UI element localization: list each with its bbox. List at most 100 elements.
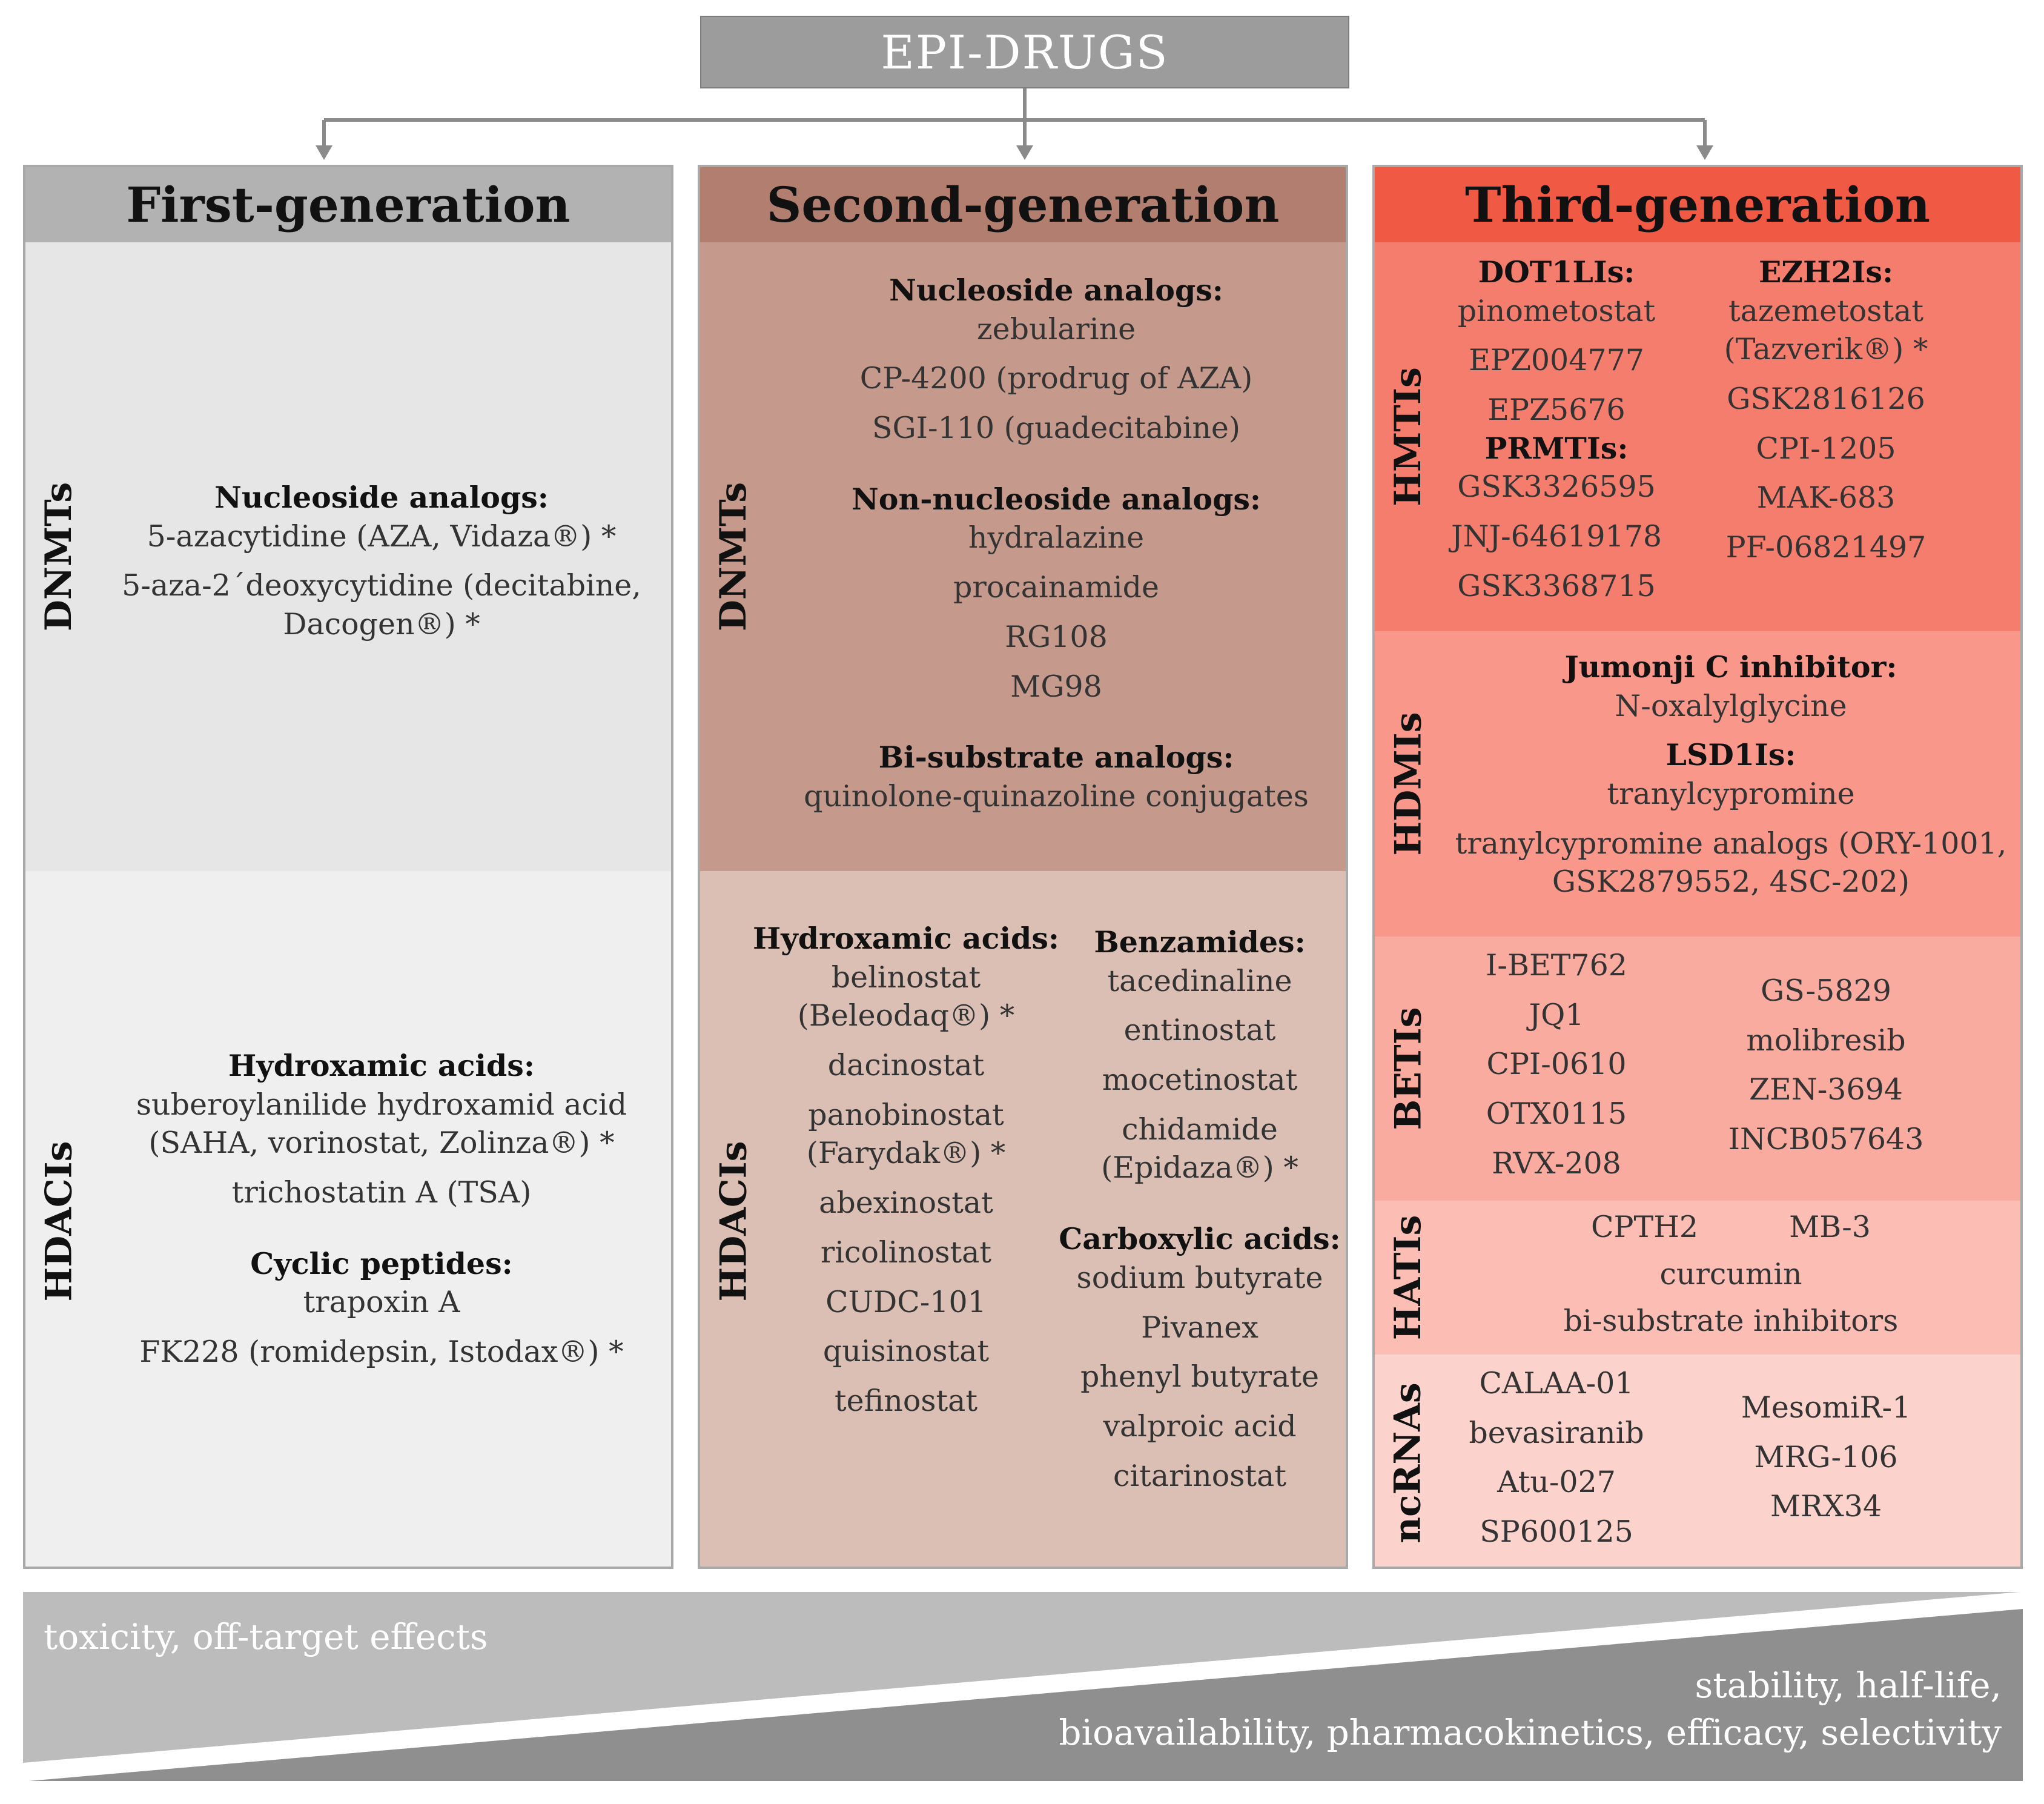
drug-name: GSK3368715: [1457, 568, 1656, 603]
first-hdac-label: HDACIs: [38, 1141, 80, 1302]
drug-name: suberoylanilide hydroxamid acid: [136, 1087, 627, 1122]
drug-name: EPZ5676: [1487, 393, 1626, 428]
drug-name: sodium butyrate: [1076, 1260, 1323, 1295]
second-hdac-label: HDACIs: [712, 1141, 755, 1302]
drug-name: MRG-106: [1754, 1439, 1898, 1474]
drug-name: (SAHA, vorinostat, Zolinza®) *: [148, 1126, 615, 1161]
category-heading: EZH2Is:: [1758, 254, 1894, 290]
first-dnmt-label: DNMTs: [38, 482, 80, 632]
first-hdac-section: HDACIs Hydroxamic acids:suberoylanilide …: [25, 871, 671, 1567]
drug-name: quinolone-quinazoline conjugates: [804, 778, 1309, 814]
drug-name: (Tazverik®) *: [1724, 332, 1928, 367]
third-generation-column: Third-generation HMTIs DOT1LIs:pinometos…: [1372, 165, 2023, 1569]
drug-name: trapoxin A: [303, 1285, 460, 1320]
drug-name: (Beleodaq®) *: [797, 998, 1015, 1033]
drug-name: citarinostat: [1113, 1458, 1286, 1493]
category-heading: Carboxylic acids:: [1059, 1221, 1341, 1257]
connector-arrows: [316, 88, 1713, 160]
second-hdac-benzamides: Benzamides:tacedinaline entinostat mocetin…: [1059, 923, 1340, 1495]
decreasing-properties-text: toxicity, off-target effects: [44, 1616, 488, 1657]
drug-name: hydralazine: [968, 520, 1145, 555]
category-heading: Bi-substrate analogs:: [878, 740, 1234, 775]
drug-name: CPI-1205: [1756, 431, 1896, 466]
drug-name: tazemetostat: [1728, 293, 1924, 328]
drug-name: zebularine: [976, 311, 1136, 347]
drug-name: tefinostat: [834, 1383, 978, 1418]
drug-name: GSK2879552, 4SC-202): [1552, 864, 1910, 900]
drug-name: pinometostat: [1457, 293, 1656, 328]
drug-name: SP600125: [1480, 1514, 1633, 1550]
drug-name: mocetinostat: [1102, 1063, 1298, 1098]
drug-name: ricolinostat: [820, 1235, 992, 1270]
drug-name: phenyl butyrate: [1080, 1359, 1320, 1394]
drug-name: GSK2816126: [1727, 382, 1925, 417]
third-hat-label: HATIs: [1387, 1215, 1429, 1341]
drug-name: JQ1: [1529, 997, 1584, 1032]
drug-name: entinostat: [1123, 1013, 1276, 1048]
drug-name: CUDC-101: [825, 1284, 987, 1319]
category-heading: Nucleoside analogs:: [214, 480, 549, 515]
drug-name: ZEN-3694: [1749, 1072, 1903, 1107]
drug-name: tranylcypromine: [1607, 777, 1855, 812]
category-heading: Cyclic peptides:: [250, 1245, 513, 1281]
drug-name: panobinostat: [808, 1097, 1004, 1132]
category-heading: DOT1LIs:: [1478, 254, 1635, 290]
drug-name: molibresib: [1746, 1023, 1906, 1058]
drug-name: trichostatin A (TSA): [231, 1175, 532, 1210]
drug-name: tranylcypromine analogs (ORY-1001,: [1455, 826, 2007, 861]
drug-name: RVX-208: [1492, 1146, 1621, 1181]
third-hmt-label: HMTIs: [1387, 367, 1430, 506]
first-dnmt-content: Nucleoside analogs: 5-azacytidine (AZA, V…: [92, 479, 671, 644]
drug-name: chidamide: [1122, 1112, 1278, 1147]
third-generation-header: Third-generation: [1375, 167, 2020, 242]
category-heading: Benzamides:: [1094, 924, 1306, 960]
decreasing-triangle: [23, 1592, 2020, 1763]
drug-name: GSK3326595: [1457, 469, 1656, 505]
drug-name: N-oxalylglycine: [1615, 688, 1847, 723]
drug-name: tacedinaline: [1107, 963, 1292, 998]
second-generation-header: Second-generation: [700, 167, 1346, 242]
third-hdm-section: HDMIs Jumonji C inhibitor:N-oxalylglycin…: [1375, 631, 2020, 937]
drug-name: PF-06821497: [1725, 530, 1927, 565]
drug-name: Pivanex: [1141, 1310, 1258, 1345]
property-gradient: [23, 1592, 2023, 1781]
category-heading: Non-nucleoside analogs:: [851, 481, 1262, 517]
drug-name: MRX34: [1770, 1489, 1882, 1524]
drug-name: abexinostat: [819, 1186, 993, 1221]
drug-name: MesomiR-1: [1741, 1390, 1911, 1425]
first-hdac-content: Hydroxamic acids:suberoylanilide hydroxa…: [92, 1047, 671, 1371]
increasing-triangle: [29, 1609, 2023, 1781]
second-generation-column: Second-generation DNMTs Nucleoside analo…: [698, 165, 1348, 1569]
drug-name: FK228 (romidepsin, Istodax®) *: [139, 1335, 624, 1370]
second-hdac-hydroxamic: Hydroxamic acids:belinostat(Beleodaq®) *…: [753, 920, 1059, 1421]
drug-name: CP-4200 (prodrug of AZA): [859, 361, 1253, 396]
drug-name: CPI-0610: [1486, 1047, 1627, 1082]
drug-name: MG98: [1010, 669, 1102, 704]
drug-name: Dacogen®) *: [283, 607, 480, 642]
category-heading: Hydroxamic acids:: [753, 921, 1059, 956]
drug-name: valproic acid: [1103, 1408, 1297, 1444]
drug-name: JNJ-64619178: [1450, 519, 1662, 554]
first-generation-column: First-generation DNMTs Nucleoside analog…: [23, 165, 673, 1569]
drug-name: (Epidaza®) *: [1101, 1150, 1298, 1186]
hat-curcumin: curcumin: [1659, 1256, 1802, 1292]
drug-name: dacinostat: [827, 1048, 985, 1083]
drug-name: 5-aza-2´deoxycytidine (decitabine,: [122, 568, 641, 603]
third-hdm-label: HDMIs: [1387, 712, 1430, 856]
drug-name: I-BET762: [1486, 948, 1627, 983]
category-heading: PRMTIs:: [1484, 430, 1629, 466]
increasing-properties-line2: bioavailability, pharmacokinetics, effic…: [1059, 1712, 2002, 1753]
drug-name: MAK-683: [1756, 480, 1896, 516]
third-hmt-right: EZH2Is:tazemetostat (Tazverik®) * GSK28161…: [1690, 253, 1962, 567]
drug-name: 5-azacytidine (AZA, Vidaza®) *: [147, 519, 617, 554]
first-dnmt-section: DNMTs Nucleoside analogs: 5-azacytidine (…: [25, 242, 671, 871]
title-text: EPI-DRUGS: [881, 25, 1169, 79]
